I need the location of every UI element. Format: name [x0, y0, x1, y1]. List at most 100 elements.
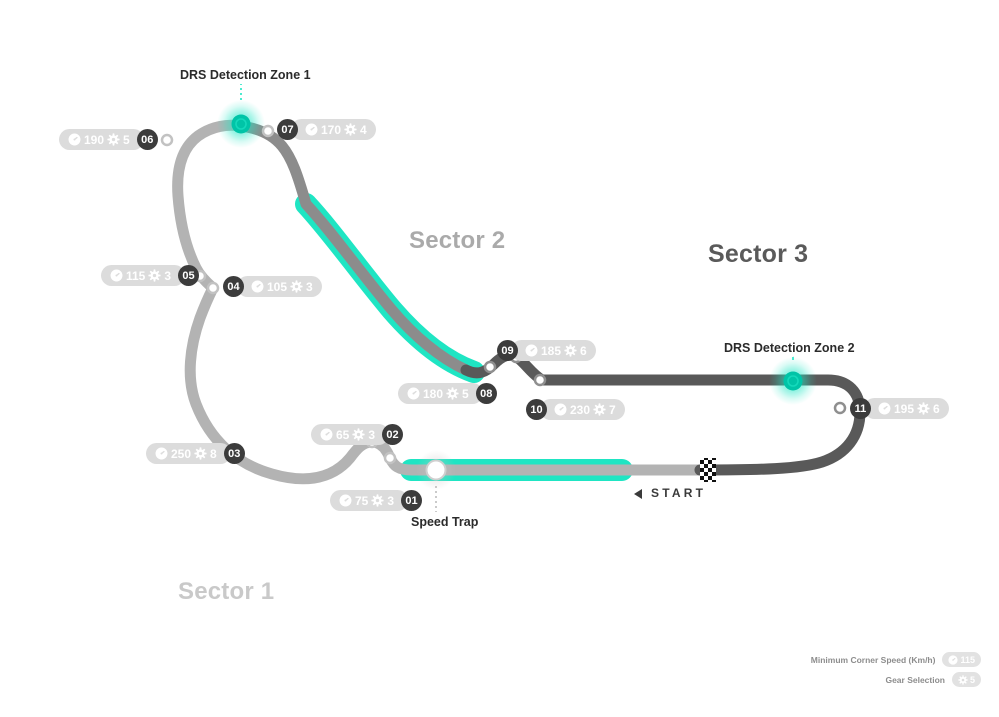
legend-label-2: Gear Selection [885, 674, 945, 685]
gear-icon [958, 674, 968, 685]
corner-number-09: 09 [497, 340, 518, 361]
corner-stats-05: 115 3 [101, 265, 186, 286]
corner-speed-03: 250 [171, 446, 192, 461]
corner-stats-03: 250 8 [146, 443, 231, 464]
speedometer-icon [155, 447, 168, 460]
corner-badge-03[interactable]: 250 8 03 [146, 443, 245, 464]
corner-gear-04: 3 [306, 279, 313, 294]
corner-gear-07: 4 [360, 122, 367, 137]
corner-number-08: 08 [475, 383, 497, 404]
speedometer-icon [320, 428, 333, 441]
corner-number-10: 10 [526, 399, 547, 420]
gear-icon [148, 269, 161, 282]
gear-icon [344, 123, 357, 136]
legend-row-1: Minimum Corner Speed (Km/h)115 [811, 652, 981, 667]
corner-gear-10: 7 [609, 402, 616, 417]
corner-number-07: 07 [277, 119, 298, 140]
corner-speed-05: 115 [126, 268, 146, 283]
corner-speed-10: 230 [570, 402, 591, 417]
apex-dot-10 [533, 373, 547, 387]
start-label: START [651, 486, 707, 500]
apex-dot-06 [160, 133, 174, 147]
legend-value-1: 115 [960, 654, 975, 665]
corner-badge-05[interactable]: 115 3 05 [101, 265, 200, 286]
apex-dot-01 [383, 451, 397, 465]
corner-number-11: 11 [850, 398, 871, 419]
gear-icon [593, 403, 606, 416]
corner-number-01: 01 [401, 490, 423, 511]
apex-dot-11 [833, 401, 847, 415]
corner-speed-06: 190 [84, 132, 105, 147]
legend-row-2: Gear Selection 5 [885, 672, 981, 687]
corner-gear-05: 3 [164, 268, 172, 283]
corner-badge-01[interactable]: 75 3 01 [330, 490, 423, 511]
corner-number-06: 06 [136, 129, 158, 150]
legend-sample-1: 115 [942, 652, 981, 667]
speedometer-icon [68, 133, 81, 146]
corner-number-02: 02 [382, 424, 404, 445]
speedometer-icon [305, 123, 318, 136]
gear-icon [352, 428, 365, 441]
corner-gear-02: 3 [368, 427, 376, 442]
track-sector-1 [172, 119, 706, 485]
corner-badge-02[interactable]: 65 3 02 [311, 424, 404, 445]
gear-icon [290, 280, 303, 293]
corner-number-04: 04 [223, 276, 244, 297]
corner-gear-01: 3 [387, 493, 395, 508]
sector-1-label: Sector 1 [178, 578, 275, 605]
drs-detection-point-2 [769, 357, 817, 405]
corner-stats-10: 230 7 [540, 399, 625, 420]
speedometer-icon [525, 344, 538, 357]
track-path-sector1 [172, 119, 706, 485]
corner-speed-09: 185 [541, 343, 562, 358]
track-path-sector2 [234, 120, 472, 376]
track-sector-2 [234, 120, 472, 376]
apex-dot-04 [206, 281, 220, 295]
gear-icon [194, 447, 207, 460]
corner-number-03: 03 [223, 443, 245, 464]
corner-speed-11: 195 [894, 401, 915, 416]
sector-3-label: Sector 3 [708, 240, 809, 268]
speedometer-icon [554, 403, 567, 416]
corner-gear-03: 8 [210, 446, 217, 461]
gear-icon [446, 387, 459, 400]
apex-dot-08 [483, 360, 497, 374]
corner-gear-06: 5 [123, 132, 130, 147]
legend-sample-2: 5 [951, 672, 981, 687]
start-arrow-icon [634, 489, 642, 499]
corner-speed-01: 75 [355, 493, 369, 508]
corner-gear-11: 6 [933, 401, 940, 416]
corner-speed-08: 180 [423, 386, 444, 401]
gear-icon [107, 133, 120, 146]
drs-detection-point-1 [217, 84, 265, 148]
drs-detection-zone-2-label: DRS Detection Zone 2 [724, 341, 855, 355]
gear-icon [917, 402, 930, 415]
speed-trap-label: Speed Trap [411, 515, 479, 529]
corner-gear-09: 6 [580, 343, 587, 358]
corner-speed-02: 65 [336, 427, 350, 442]
speedometer-icon [339, 494, 352, 507]
gear-icon [371, 494, 384, 507]
speedometer-icon [251, 280, 264, 293]
speedometer-icon [948, 654, 959, 665]
speedometer-icon [407, 387, 420, 400]
corner-gear-08: 5 [462, 386, 469, 401]
speed-trap-icon [416, 450, 456, 512]
corner-badge-10[interactable]: 10 230 7 [526, 399, 625, 420]
corner-number-05: 05 [178, 265, 200, 286]
corner-speed-07: 170 [321, 122, 342, 137]
corner-stats-01: 75 3 [330, 490, 409, 511]
